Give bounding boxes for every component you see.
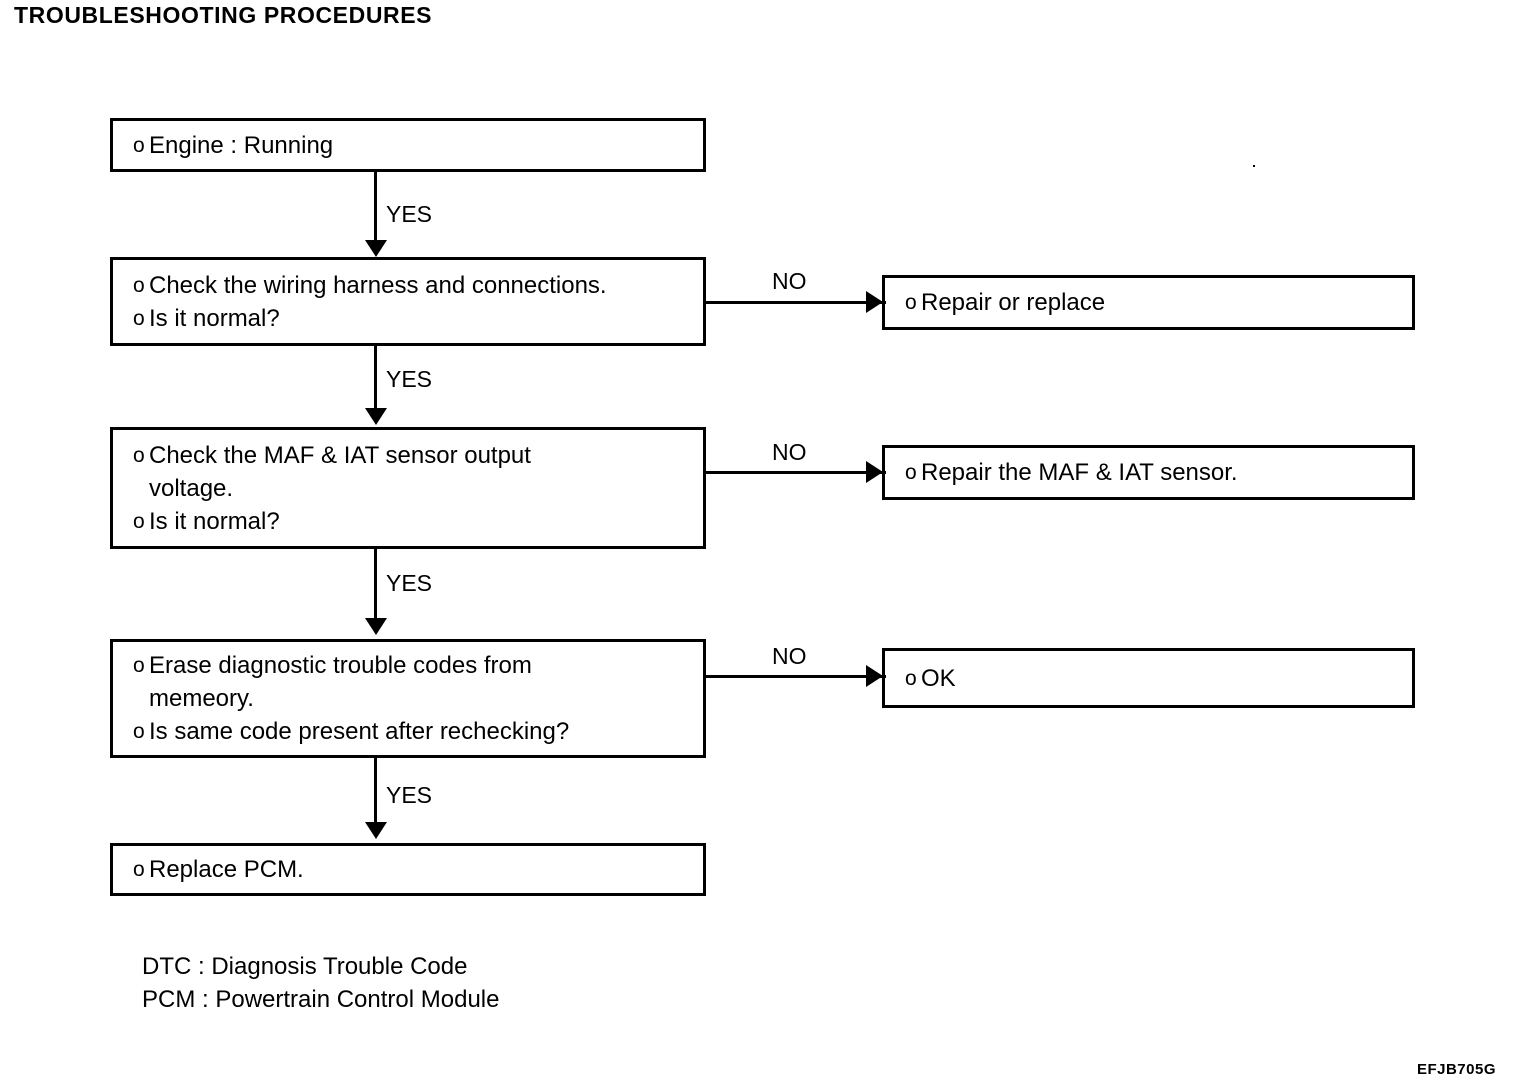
box-line: o Erase diagnostic trouble codes from me… xyxy=(113,649,703,715)
connector-yes-wiring-to-maf xyxy=(374,346,377,412)
edge-label-no: NO xyxy=(772,268,807,294)
flow-box-check-wiring-harness: o Check the wiring harness and connectio… xyxy=(110,257,706,346)
arrowhead-right-icon xyxy=(866,291,883,313)
bullet-marker: o xyxy=(905,291,917,314)
box-line-text: Is it normal? xyxy=(149,507,280,535)
abbreviation-legend: DTC : Diagnosis Trouble Code PCM : Power… xyxy=(142,950,499,1016)
box-line-text: Check the MAF & IAT sensor output voltag… xyxy=(149,441,531,502)
bullet-marker: o xyxy=(133,443,145,467)
bullet-marker: o xyxy=(133,720,145,743)
box-line: o Is it normal? xyxy=(113,505,703,538)
connector-yes-engine-to-wiring xyxy=(374,172,377,244)
box-line: o Is same code present after rechecking? xyxy=(113,715,703,748)
edge-label-yes: YES xyxy=(386,366,433,392)
arrowhead-down-icon xyxy=(365,408,387,425)
box-line-text: Is same code present after rechecking? xyxy=(149,718,570,745)
connector-yes-maf-to-erase xyxy=(374,549,377,622)
box-line: o Check the MAF & IAT sensor output volt… xyxy=(113,439,703,505)
box-line-text: Engine : Running xyxy=(149,131,334,159)
box-line: o Repair the MAF & IAT sensor. xyxy=(885,456,1412,489)
connector-yes-erase-to-replace-pcm xyxy=(374,758,377,826)
arrowhead-down-icon xyxy=(365,822,387,839)
bullet-marker: o xyxy=(133,509,145,533)
arrowhead-down-icon xyxy=(365,618,387,635)
connector-no-wiring-to-repair-replace xyxy=(706,301,886,304)
box-line: o OK xyxy=(885,662,1412,695)
bullet-marker: o xyxy=(133,273,145,297)
box-line-text: Erase diagnostic trouble codes from meme… xyxy=(149,652,532,712)
box-line: o Replace PCM. xyxy=(113,853,703,886)
box-line: o Is it normal? xyxy=(113,302,703,335)
box-line-text: OK xyxy=(921,664,956,692)
bullet-marker: o xyxy=(133,654,145,677)
flow-box-repair-or-replace: o Repair or replace xyxy=(882,275,1415,330)
flow-box-engine-running: o Engine : Running xyxy=(110,118,706,172)
edge-label-no: NO xyxy=(772,439,807,465)
bullet-marker: o xyxy=(133,858,145,881)
flow-box-erase-diagnostic-trouble-codes: o Erase diagnostic trouble codes from me… xyxy=(110,639,706,758)
edge-label-yes: YES xyxy=(386,782,433,808)
bullet-marker: o xyxy=(905,666,917,690)
edge-label-yes: YES xyxy=(386,201,433,227)
box-line-text: Check the wiring harness and connections… xyxy=(149,271,607,299)
flow-box-replace-pcm: o Replace PCM. xyxy=(110,843,706,896)
page-title: TROUBLESHOOTING PROCEDURES xyxy=(14,2,433,28)
box-line-text: Repair or replace xyxy=(921,289,1106,316)
arrowhead-down-icon xyxy=(365,240,387,257)
legend-line-pcm: PCM : Powertrain Control Module xyxy=(142,986,500,1013)
scan-speck xyxy=(1253,165,1255,167)
box-line: o Engine : Running xyxy=(113,129,703,162)
bullet-marker: o xyxy=(133,133,145,157)
edge-label-no: NO xyxy=(772,643,807,669)
flow-box-ok: o OK xyxy=(882,648,1415,708)
box-line-text: Repair the MAF & IAT sensor. xyxy=(921,459,1238,486)
flow-box-repair-maf-iat-sensor: o Repair the MAF & IAT sensor. xyxy=(882,445,1415,500)
flow-box-check-maf-iat-output-voltage: o Check the MAF & IAT sensor output volt… xyxy=(110,427,706,549)
arrowhead-right-icon xyxy=(866,665,883,687)
legend-line-dtc: DTC : Diagnosis Trouble Code xyxy=(142,953,468,980)
connector-no-erase-to-ok xyxy=(706,675,886,678)
box-line-text: Replace PCM. xyxy=(149,856,304,883)
box-line: o Check the wiring harness and connectio… xyxy=(113,269,703,302)
box-line-text: Is it normal? xyxy=(149,304,280,332)
bullet-marker: o xyxy=(905,461,917,484)
figure-reference-code: EFJB705G xyxy=(1416,1061,1496,1078)
bullet-marker: o xyxy=(133,306,145,330)
arrowhead-right-icon xyxy=(866,461,883,483)
connector-no-maf-to-repair-maf xyxy=(706,471,886,474)
edge-label-yes: YES xyxy=(386,570,433,596)
box-line: o Repair or replace xyxy=(885,286,1412,319)
